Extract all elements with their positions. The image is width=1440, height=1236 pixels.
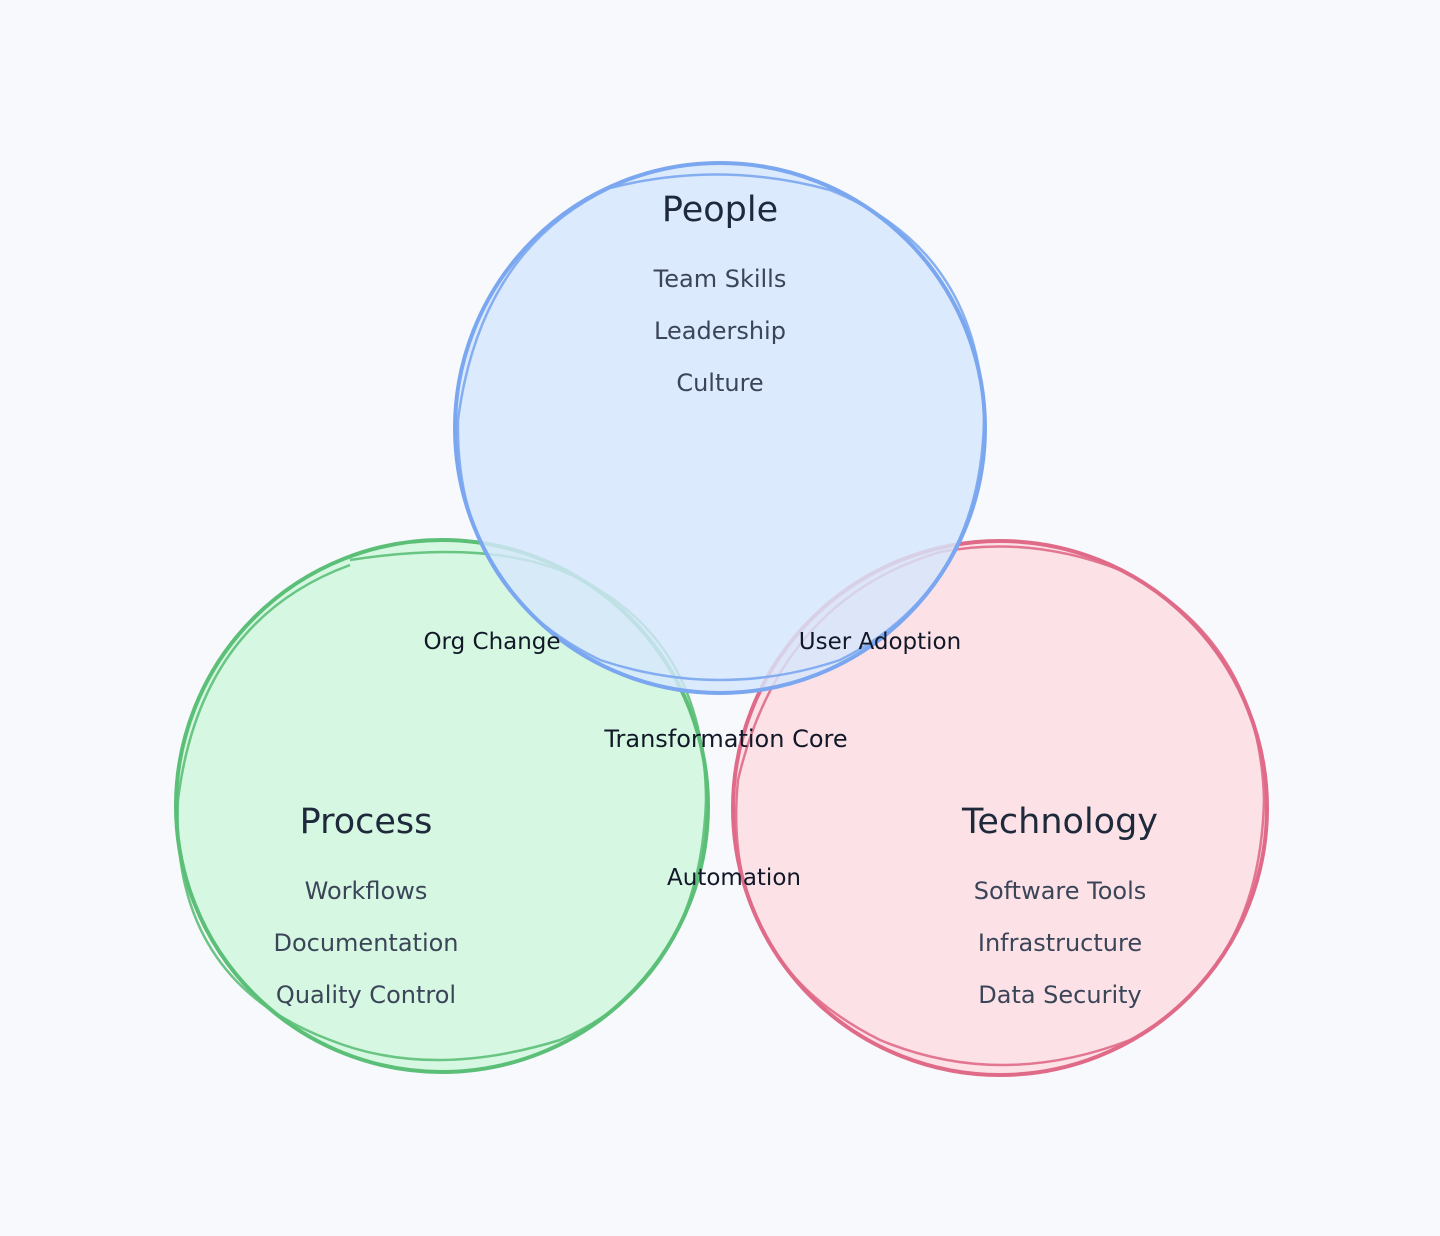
- intersection-people-technology-label: User Adoption: [799, 629, 961, 655]
- process-item-documentation: Documentation: [273, 929, 458, 957]
- people-item-leadership: Leadership: [654, 317, 786, 345]
- people-title: People: [662, 190, 778, 230]
- people-item-culture: Culture: [676, 369, 763, 397]
- intersection-all-label: Transformation Core: [603, 725, 847, 753]
- intersection-people-process-label: Org Change: [423, 629, 560, 655]
- circle-technology: [731, 539, 1269, 1077]
- process-item-quality-control: Quality Control: [276, 981, 456, 1009]
- circle-people: [453, 161, 987, 695]
- technology-title: Technology: [961, 802, 1158, 842]
- technology-item-infrastructure: Infrastructure: [978, 929, 1142, 957]
- people-item-team-skills: Team Skills: [653, 265, 787, 293]
- technology-item-data-security: Data Security: [978, 981, 1142, 1009]
- technology-item-software-tools: Software Tools: [974, 877, 1147, 905]
- intersection-process-technology-label: Automation: [667, 865, 801, 891]
- process-title: Process: [300, 802, 433, 842]
- process-item-workflows: Workflows: [305, 877, 428, 905]
